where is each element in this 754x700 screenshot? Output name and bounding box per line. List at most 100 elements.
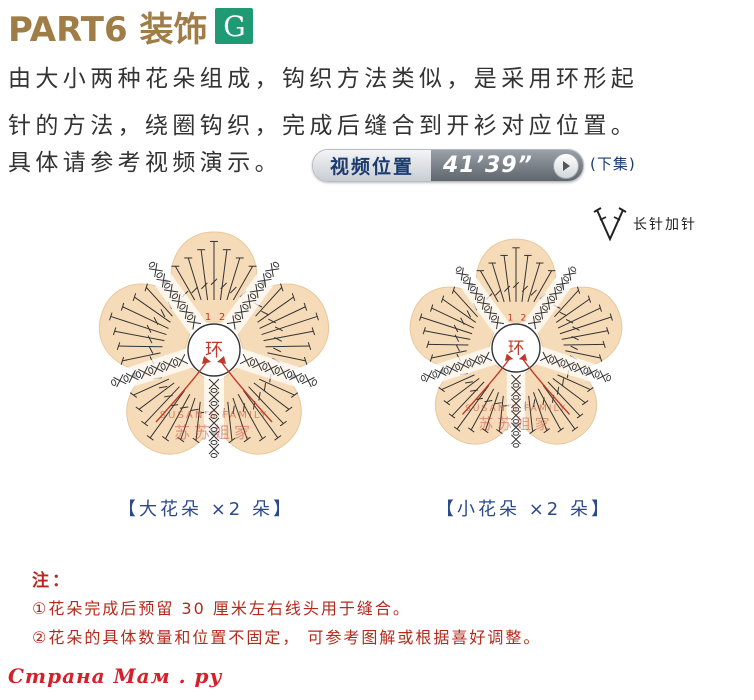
stitch-bar (503, 285, 511, 292)
chain-stitch (164, 282, 171, 289)
chain-stitch (160, 363, 166, 370)
play-icon[interactable] (553, 153, 579, 179)
arrow-head (202, 356, 211, 364)
chain-stitch (311, 379, 317, 386)
stitch-top (609, 313, 613, 321)
chain-stitch (549, 356, 554, 363)
stitch-top (598, 354, 603, 362)
stitch-bar (232, 405, 235, 415)
stitch-top (303, 356, 308, 365)
treble-stitch (180, 397, 196, 440)
sc-stitch (113, 374, 127, 388)
chain-stitch (123, 375, 129, 382)
sc-stitch (164, 283, 179, 299)
stitch-bar (466, 310, 472, 318)
stitch-bar (148, 345, 154, 354)
sc-stitch (208, 443, 220, 455)
sc-stitch (423, 370, 436, 383)
sc-stitch (208, 391, 220, 403)
treble-stitch (200, 249, 209, 301)
sc-stitch (276, 366, 290, 380)
stitch-top (243, 436, 251, 443)
treble-stitch (219, 249, 228, 301)
center-label: 环 (508, 339, 525, 358)
chain-stitch (187, 314, 194, 321)
treble-stitch (542, 385, 576, 430)
treble-stitch (114, 330, 165, 342)
chain-spoke (535, 346, 618, 389)
watermark-cn: 苏苏姐家 (479, 416, 554, 433)
chain-stitch (556, 285, 563, 292)
sc-stitch (301, 374, 315, 388)
sc-stitch (257, 273, 272, 288)
sc-stitch (150, 362, 164, 376)
stitch-top (440, 295, 445, 303)
treble-stitch (446, 377, 480, 404)
stitch-bar (263, 382, 267, 392)
sc-stitch (511, 410, 521, 421)
chain-stitch (563, 276, 570, 282)
legend-label: 长针加针 (633, 217, 697, 233)
treble-stitch (527, 262, 541, 302)
treble-stitch (431, 307, 475, 329)
stitch-bar (268, 318, 277, 324)
sc-stitch (549, 286, 563, 301)
stitch-top (141, 420, 149, 427)
treble-stitch (554, 289, 579, 318)
stitch-top (303, 302, 308, 311)
treble-stitch (498, 395, 504, 432)
chain-stitch (299, 375, 305, 382)
sc-stitch (242, 294, 257, 309)
sc-stitch (148, 262, 163, 277)
stitch-top (112, 327, 117, 336)
treble-stitch (226, 257, 241, 301)
stitch-bar (484, 400, 493, 403)
stitch-bar (533, 399, 536, 408)
chain-stitch (148, 367, 154, 374)
sc-stitch (585, 366, 598, 379)
center-ring (491, 323, 541, 373)
direction-arrow (520, 356, 571, 415)
treble-stitch (110, 315, 167, 336)
treble-stitch (248, 386, 284, 424)
treble-stitch (557, 307, 601, 329)
round-label: 2 (219, 312, 225, 323)
sc-stitch (468, 355, 481, 368)
stitch-top (144, 283, 148, 292)
stitch-top (453, 426, 461, 432)
section-badge: G (215, 8, 254, 44)
stitch-top (529, 428, 536, 435)
treble-stitch (165, 393, 191, 439)
stitch-bar (210, 278, 218, 286)
direction-arrow (461, 356, 512, 415)
sc-stitch (156, 273, 171, 288)
treble-stitch (559, 316, 612, 335)
sc-stitch (239, 353, 253, 368)
chain-stitch (469, 285, 476, 292)
sc-stitch (511, 398, 521, 409)
chain-spoke (104, 348, 193, 395)
treble-stitch (118, 345, 163, 348)
stitch-top (291, 293, 296, 302)
chain-stitch (210, 440, 218, 445)
stitch-bar (530, 289, 537, 296)
stitch-bar (273, 347, 282, 353)
chain-stitch (210, 401, 218, 406)
stitch-bar (258, 391, 261, 401)
chain-stitch (535, 315, 541, 321)
description-line-1: 由大小两种花朵组成，钩织方法类似，是采用环形起 (8, 66, 639, 92)
stitch-top (116, 342, 121, 351)
stitch-top (430, 304, 434, 312)
video-position-button[interactable]: 视频位置 41’39” (312, 149, 584, 182)
sc-stitch (462, 277, 476, 291)
stitch-top (496, 428, 503, 435)
treble-stitch (174, 265, 196, 301)
chain-spoke (235, 348, 324, 395)
description-line-2: 针的方法，绕圈钩织，完成后缝合到开衫对应位置。 (8, 113, 639, 139)
sc-stitch (445, 362, 458, 375)
treble-stitch (563, 343, 605, 346)
small-flower-caption: 【小花朵 ×2 朵】 (436, 499, 612, 520)
treble-stitch (456, 385, 490, 430)
site-logo: Страна Мам . ру (8, 664, 223, 688)
chain-stitch (484, 305, 490, 311)
